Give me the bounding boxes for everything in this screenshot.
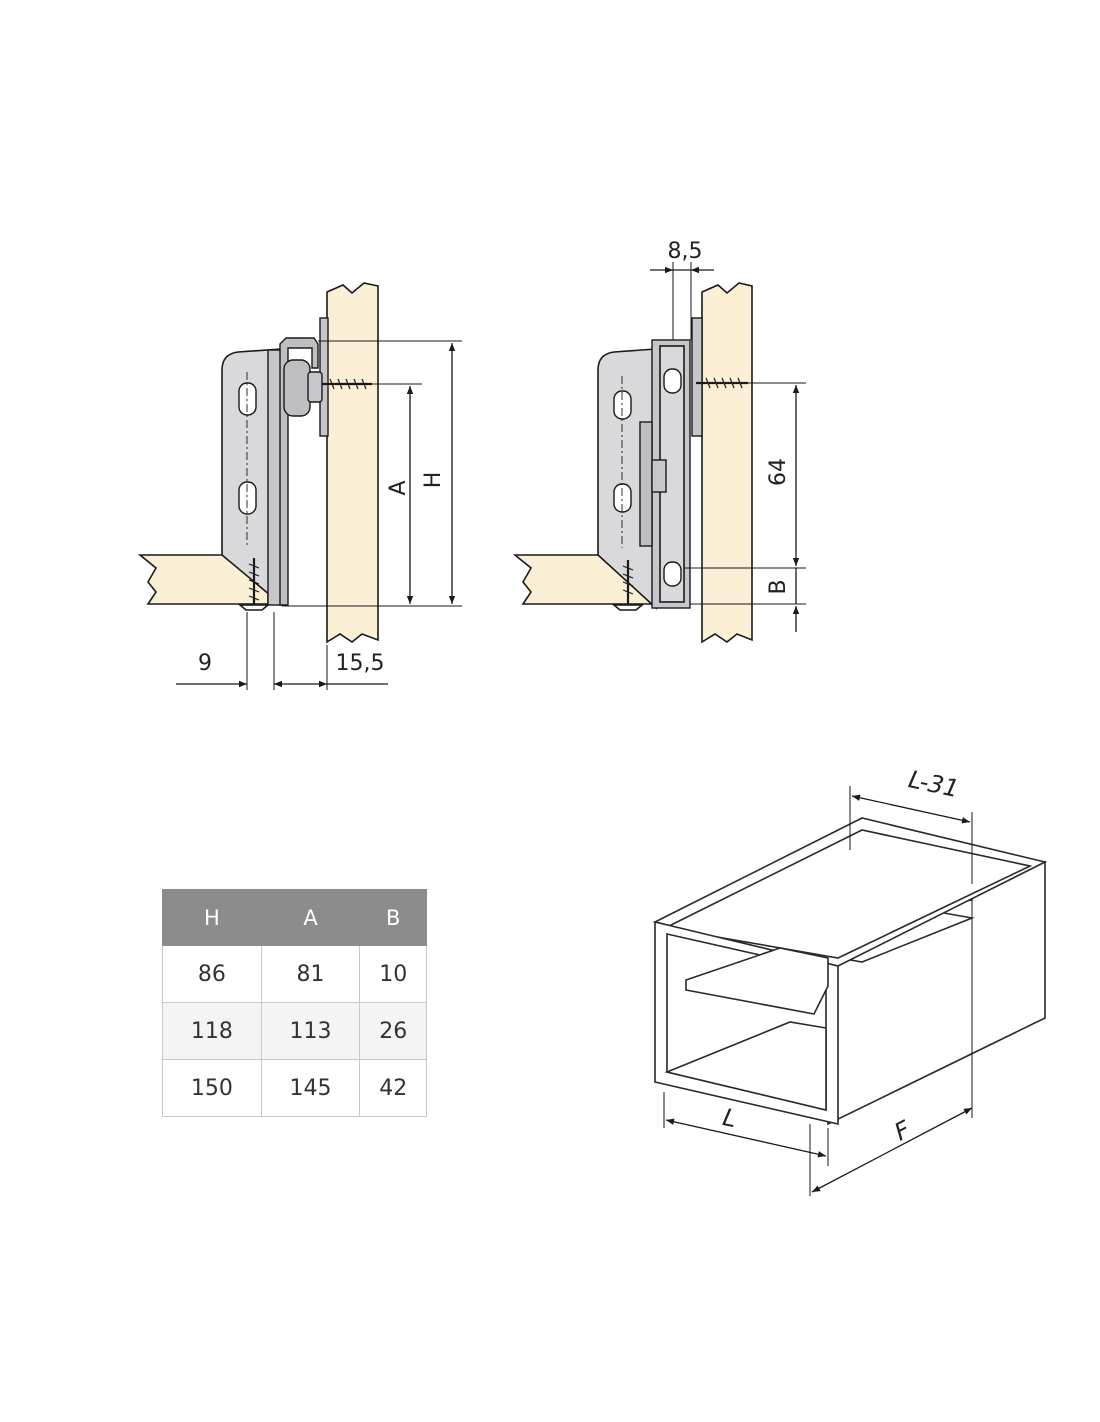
hook-clip bbox=[279, 337, 319, 606]
table-header-row: H A B bbox=[162, 889, 427, 946]
dimension-table: H A B 86 81 10 118 113 26 150 145 42 bbox=[162, 889, 427, 1117]
slot-hole bbox=[238, 481, 257, 515]
dimension-line-F bbox=[811, 1107, 973, 1193]
dim-label-8-5: 8,5 bbox=[668, 239, 703, 264]
screw-horizontal bbox=[696, 377, 748, 389]
dim-label-L31: L-31 bbox=[906, 765, 961, 803]
dim-label-H: H bbox=[421, 472, 446, 489]
table-cell: 81 bbox=[260, 945, 361, 1003]
screw-horizontal bbox=[322, 378, 372, 390]
cabinet-side-panel bbox=[326, 282, 379, 644]
table-header-H: H bbox=[162, 889, 262, 946]
table-cell: 10 bbox=[359, 945, 427, 1003]
screw-vertical bbox=[237, 558, 271, 611]
side-view-left: A H 9 15,5 bbox=[137, 282, 462, 690]
table-row: 150 145 42 bbox=[162, 1059, 427, 1117]
slot-hole bbox=[238, 382, 257, 416]
screw-vertical bbox=[611, 560, 645, 611]
table-cell: 118 bbox=[162, 1002, 262, 1060]
drawer-isometric: L-31 L F bbox=[652, 765, 1048, 1196]
table-header-B: B bbox=[359, 889, 427, 946]
latch-tab bbox=[651, 459, 667, 493]
housing-slot bbox=[663, 561, 682, 587]
drawer-shelf bbox=[685, 947, 829, 1015]
table-header-A: A bbox=[260, 889, 361, 946]
dim-label-B: B bbox=[766, 579, 791, 594]
table-cell: 145 bbox=[260, 1059, 361, 1117]
table-cell: 42 bbox=[359, 1059, 427, 1117]
slot-hole bbox=[613, 483, 632, 513]
cabinet-side-panel bbox=[701, 282, 753, 644]
table-cell: 86 bbox=[162, 945, 262, 1003]
table-cell: 26 bbox=[359, 1002, 427, 1060]
dim-label-15-5: 15,5 bbox=[336, 651, 385, 676]
table-row: 118 113 26 bbox=[162, 1002, 427, 1060]
adjust-cam-collar bbox=[307, 371, 323, 403]
dim-label-F: F bbox=[890, 1115, 916, 1147]
dim-label-9: 9 bbox=[198, 651, 212, 676]
slot-hole bbox=[613, 390, 632, 420]
dim-label-A: A bbox=[386, 480, 411, 495]
table-row: 86 81 10 bbox=[162, 945, 427, 1003]
adjust-cam bbox=[283, 359, 311, 417]
latch-window bbox=[639, 421, 653, 547]
side-view-right: 8,5 64 B bbox=[512, 239, 806, 644]
housing-slot bbox=[663, 368, 682, 394]
dim-label-64: 64 bbox=[766, 458, 791, 486]
dim-label-L: L bbox=[720, 1103, 739, 1133]
dimension-line-L31 bbox=[851, 794, 971, 824]
dimension-line-L bbox=[665, 1118, 827, 1158]
table-cell: 113 bbox=[260, 1002, 361, 1060]
spacer-plate bbox=[691, 317, 703, 437]
table-cell: 150 bbox=[162, 1059, 262, 1117]
